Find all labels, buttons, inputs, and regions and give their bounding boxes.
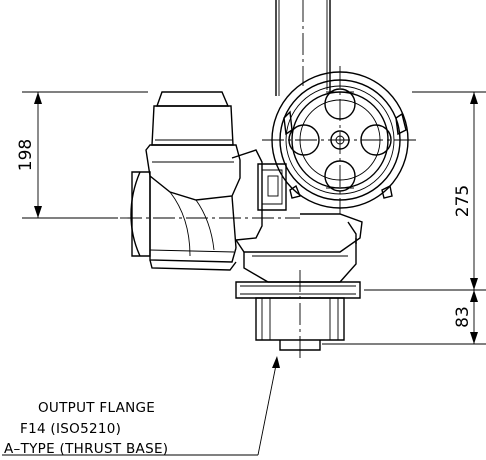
dimension-83 xyxy=(322,290,486,345)
flange-leader xyxy=(2,356,280,456)
dimension-83-label: 83 xyxy=(453,306,473,328)
output-flange xyxy=(235,270,361,360)
motor-body xyxy=(130,144,241,271)
top-shaft xyxy=(275,0,331,96)
dimension-275 xyxy=(364,91,486,291)
motor-cover xyxy=(151,91,234,146)
dimension-275-label: 275 xyxy=(453,185,473,217)
dimension-198-label: 198 xyxy=(16,139,36,171)
gear-housing xyxy=(231,149,363,283)
center-lines xyxy=(120,66,420,219)
dimension-198 xyxy=(22,91,148,219)
note-flange-spec: F14 (ISO5210) xyxy=(20,421,121,437)
note-output-flange: OUTPUT FLANGE xyxy=(38,400,155,416)
note-flange-type: A–TYPE (THRUST BASE) xyxy=(4,441,168,457)
